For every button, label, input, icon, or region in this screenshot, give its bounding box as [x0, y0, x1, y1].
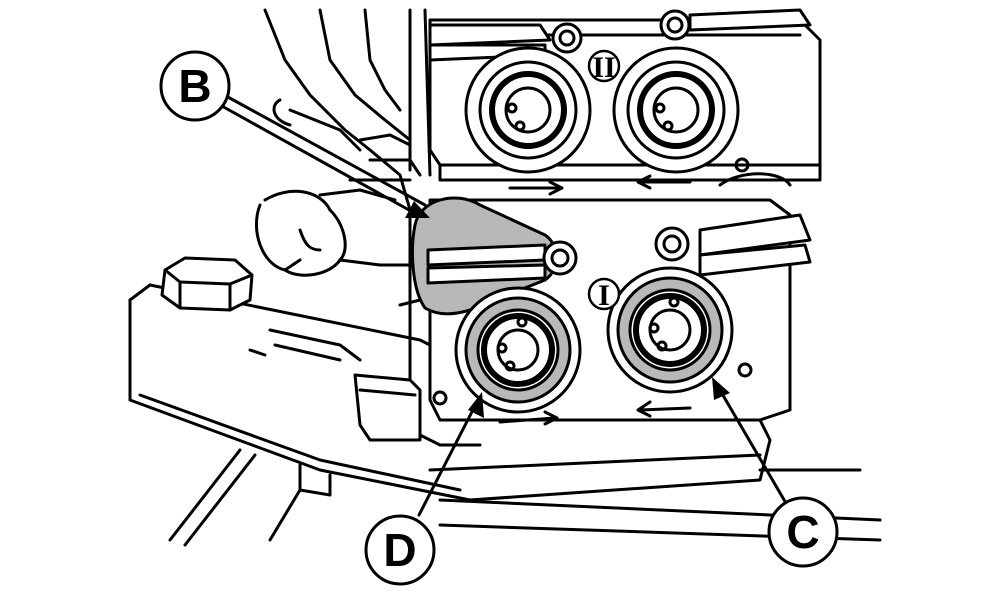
leader-lines — [218, 94, 792, 517]
hex-nut — [160, 256, 254, 312]
section-mark-i: I — [598, 279, 610, 312]
bracket-blocks — [353, 373, 422, 442]
upper-flow-arrows — [508, 174, 692, 196]
callout-d-circle — [364, 514, 436, 586]
callout-d-label: D — [383, 524, 416, 576]
callout-b-label: B — [178, 60, 211, 112]
section-mark-ii-circle — [587, 49, 621, 83]
leader-arrowheads — [405, 201, 730, 418]
callout-c-circle — [767, 496, 839, 568]
upper-coupler-left — [464, 46, 592, 174]
upper-pins — [551, 9, 691, 54]
upper-coupler-right — [612, 46, 740, 174]
lower-flow-arrows — [432, 157, 753, 426]
lower-pins — [542, 226, 690, 276]
callout-b-circle — [159, 50, 231, 122]
section-mark-i-circle — [587, 277, 621, 311]
section-mark-ii: II — [592, 51, 615, 84]
dust-cap-lever-highlight — [410, 196, 558, 316]
lower-coupler-right — [606, 266, 734, 394]
lower-coupler-left — [454, 286, 582, 414]
callout-c-label: C — [786, 506, 819, 558]
